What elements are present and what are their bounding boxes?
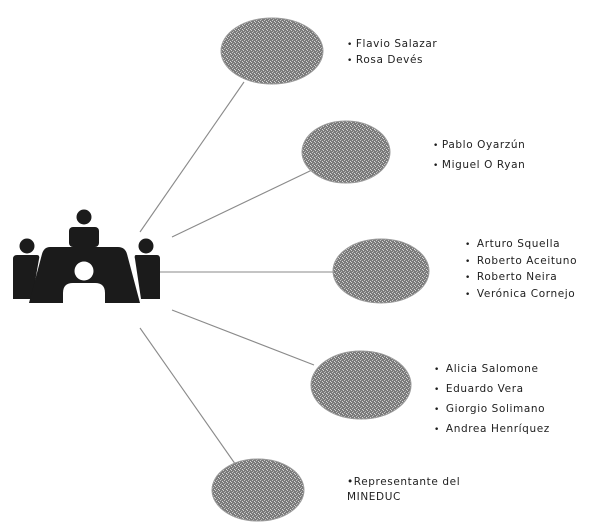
- connector-line-1: [139, 81, 245, 233]
- connector-line-4: [171, 309, 315, 366]
- member-item: Rosa Devés: [347, 53, 437, 69]
- node-group-1: [220, 17, 324, 85]
- member-item: Verónica Cornejo: [465, 287, 577, 304]
- member-list-3: Arturo Squella Roberto Aceituno Roberto …: [465, 237, 577, 303]
- member-item: Roberto Neira: [465, 270, 577, 287]
- node-bubble-3: [332, 238, 430, 304]
- member-item: Miguel O Ryan: [433, 156, 525, 176]
- member-item: •Representante del MINEDUC: [347, 476, 461, 503]
- node-group-3: [332, 238, 430, 304]
- connector-lines: [139, 81, 334, 469]
- node-bubble-5: [211, 458, 305, 522]
- node-group-4: [310, 350, 412, 420]
- member-list-2: Pablo Oyarzún Miguel O Ryan: [433, 136, 525, 176]
- member-item: Giorgio Solimano: [434, 400, 550, 420]
- connector-line-2: [171, 169, 313, 238]
- node-bubble-1: [220, 17, 324, 85]
- member-list-1: Flavio Salazar Rosa Devés: [347, 37, 437, 68]
- node-group-2: [301, 120, 391, 184]
- member-item: Andrea Henríquez: [434, 420, 550, 440]
- member-item: Eduardo Vera: [434, 380, 550, 400]
- node-bubble-4: [310, 350, 412, 420]
- meeting-table-icon: [13, 209, 160, 338]
- member-item: Arturo Squella: [465, 237, 577, 254]
- member-item: Alicia Salomone: [434, 360, 550, 380]
- member-item: Roberto Aceituno: [465, 254, 577, 271]
- member-item: Flavio Salazar: [347, 37, 437, 53]
- connector-line-5: [139, 327, 239, 469]
- member-item: Pablo Oyarzún: [433, 136, 525, 156]
- member-list-5: •Representante del MINEDUC: [347, 475, 517, 504]
- member-list-4: Alicia Salomone Eduardo Vera Giorgio Sol…: [434, 360, 550, 440]
- node-group-5: [211, 458, 305, 522]
- node-bubble-2: [301, 120, 391, 184]
